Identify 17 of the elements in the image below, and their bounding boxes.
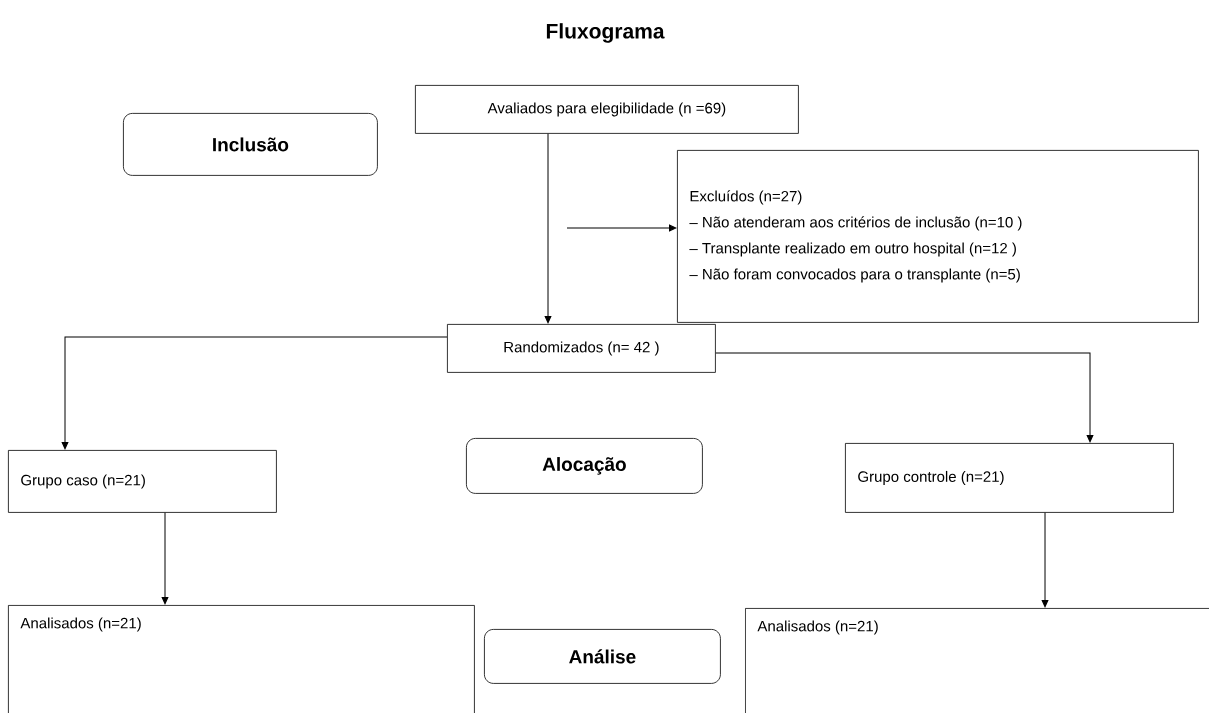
arrow [1041,512,1049,608]
arrow [161,512,169,605]
title: Fluxograma [546,23,665,43]
process-box: Analisados (n=21) [8,605,475,713]
arrow [544,133,552,324]
section-label-box: Inclusão [123,113,378,176]
arrow [61,336,448,450]
arrow [715,352,1094,443]
arrow [566,224,677,232]
exclusion-box: Excluídos (n=27) – Não atenderam aos critérios de inclusão (n=10 ) – Transplante realizado em outro hospital (n=12 ) – Não foram convocados para o transplante (n=5) [677,150,1199,323]
process-box: Grupo caso (n=21) [8,450,277,513]
process-box: Grupo controle (n=21) [845,443,1174,513]
section-label-box: Análise [484,629,721,684]
process-box: Analisados (n=21) [745,608,1209,713]
process-box: Randomizados (n= 42 ) [447,324,716,373]
section-label-box: Alocação [466,438,703,494]
process-box: Avaliados para elegibilidade (n =69) [415,85,799,134]
